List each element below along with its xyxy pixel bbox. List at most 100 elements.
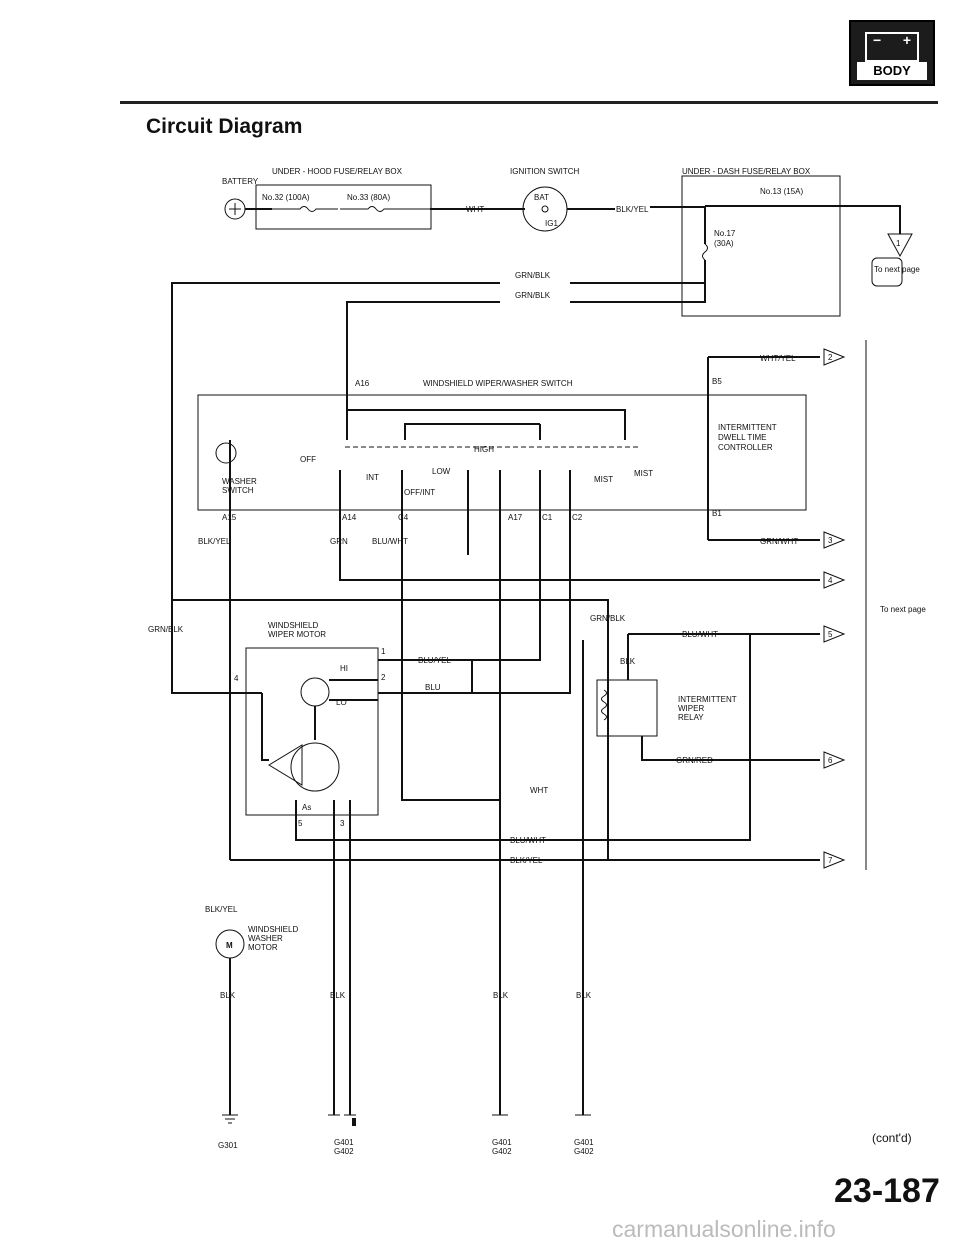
- wht-label-2: WHT: [530, 786, 548, 795]
- body-section-badge: − + BODY: [849, 20, 935, 86]
- wiper-motor-symbol: [300, 677, 330, 707]
- dash-fuse-box: [681, 175, 841, 317]
- blk-yel-label-2: BLK/YEL: [510, 856, 543, 865]
- g402-b-label: G402: [492, 1147, 512, 1156]
- badge-minus: −: [873, 32, 882, 48]
- washer-motor-m: M: [226, 941, 233, 950]
- grn-red-label: GRN/RED: [676, 756, 713, 765]
- b5-label: B5: [712, 377, 722, 386]
- lo-label: LO: [336, 698, 347, 707]
- page-number: 23-187: [834, 1172, 940, 1210]
- bat-label: BAT: [534, 193, 549, 202]
- grn-wht-label: GRN/WHT: [760, 537, 798, 546]
- fuse33-label: No.33 (80A): [347, 193, 390, 202]
- controller-label-3: CONTROLLER: [718, 443, 773, 452]
- hi-label: HI: [340, 664, 348, 673]
- g402-a-label: G402: [334, 1147, 354, 1156]
- grn-blk-label-3: GRN/BLK: [148, 625, 184, 634]
- next-page-bracket: [871, 257, 903, 287]
- badge-plus: +: [902, 32, 911, 48]
- c4-label: C4: [398, 513, 409, 522]
- header-rule: [120, 101, 938, 104]
- controller-label-2: DWELL TIME: [718, 433, 766, 442]
- blk-label-4: BLK: [576, 991, 592, 1000]
- ignition-switch-label: IGNITION SWITCH: [510, 167, 580, 176]
- next-page-marker-6: 6: [828, 756, 833, 765]
- washer-motor-label-1: WINDSHIELD: [248, 925, 298, 934]
- washer-switch-symbol: [215, 442, 237, 464]
- g401-a-label: G401: [334, 1138, 354, 1147]
- m4-label: 4: [234, 674, 239, 683]
- as-label: As: [302, 803, 311, 812]
- wiper-motor-box: [245, 647, 379, 816]
- blu-wht-label-3: BLU/WHT: [510, 836, 546, 845]
- m3-label: 3: [340, 819, 345, 828]
- off-label: OFF: [300, 455, 316, 464]
- blk-yel-label-1: BLK/YEL: [198, 537, 231, 546]
- washer-motor-label-2: WASHER: [248, 934, 283, 943]
- dash-box-label: UNDER - DASH FUSE/RELAY BOX: [682, 167, 811, 176]
- low-label: LOW: [432, 467, 451, 476]
- c1-label: C1: [542, 513, 553, 522]
- int-label: INT: [366, 473, 379, 482]
- high-label: HIGH: [474, 445, 494, 454]
- to-next-page-label: To next page: [874, 265, 920, 274]
- m2-label: 2: [381, 673, 386, 682]
- wiper-motor-label-1: WINDSHIELD: [268, 621, 318, 630]
- m5-label: 5: [298, 819, 303, 828]
- wiper-park-switch: [290, 742, 340, 792]
- wiper-motor-label-2: WIPER MOTOR: [268, 630, 326, 639]
- blk-yel-label-top: BLK/YEL: [616, 205, 649, 214]
- grn-blk-label-2: GRN/BLK: [515, 291, 551, 300]
- off-int-label: OFF/INT: [404, 488, 435, 497]
- next-page-marker-7: 7: [828, 856, 833, 865]
- next-page-marker-2: 2: [828, 353, 833, 362]
- g401-c-label: G401: [574, 1138, 594, 1147]
- mist-label-1: MIST: [594, 475, 613, 484]
- mist-label-2: MIST: [634, 469, 653, 478]
- c2-label: C2: [572, 513, 583, 522]
- a16-label: A16: [355, 379, 370, 388]
- wht-label-1: WHT: [466, 205, 484, 214]
- g402-c-label: G402: [574, 1147, 594, 1156]
- a14-label: A14: [342, 513, 357, 522]
- hood-fuse-label: UNDER - HOOD FUSE/RELAY BOX: [272, 167, 403, 176]
- washer-switch-label-2: SWITCH: [222, 486, 254, 495]
- fuse32-label: No.32 (100A): [262, 193, 310, 202]
- m1-label: 1: [381, 647, 386, 656]
- relay-label-3: RELAY: [678, 713, 704, 722]
- a15-label: A15: [222, 513, 237, 522]
- washer-switch-label-1: WASHER: [222, 477, 257, 486]
- badge-label: BODY: [857, 62, 927, 80]
- wiper-relay-box: [596, 679, 658, 737]
- fuse17-label: No.17: [714, 229, 736, 238]
- relay-label-2: WIPER: [678, 704, 704, 713]
- blk-yel-label-3: BLK/YEL: [205, 905, 238, 914]
- to-next-page-label-2: To next page: [880, 605, 926, 614]
- grn-blk-label-4: GRN/BLK: [590, 614, 626, 623]
- next-page-marker-3: 3: [828, 536, 833, 545]
- watermark: carmanualsonline.info: [612, 1216, 836, 1242]
- controller-label-1: INTERMITTENT: [718, 423, 777, 432]
- b1-label: B1: [712, 509, 722, 518]
- grn-label: GRN: [330, 537, 348, 546]
- wiper-switch-label: WINDSHIELD WIPER/WASHER SWITCH: [423, 379, 573, 388]
- next-page-marker-4: 4: [828, 576, 833, 585]
- wht-yel-label: WHT/YEL: [760, 354, 796, 363]
- grn-blk-label-1: GRN/BLK: [515, 271, 551, 280]
- blu-yel-label: BLU/YEL: [418, 656, 451, 665]
- washer-motor-label-3: MOTOR: [248, 943, 278, 952]
- page-title: Circuit Diagram: [146, 115, 303, 138]
- next-page-arrow: [887, 233, 913, 258]
- battery-icon: − +: [865, 32, 919, 62]
- fuse13-label: No.13 (15A): [760, 187, 803, 196]
- fuse17-amp-label: (30A): [714, 239, 734, 248]
- blk-label-relay: BLK: [620, 657, 636, 666]
- blk-label-2: BLK: [330, 991, 346, 1000]
- continued-label: (cont'd): [872, 1131, 912, 1145]
- blu-wht-label-1: BLU/WHT: [372, 537, 408, 546]
- relay-label-1: INTERMITTENT: [678, 695, 737, 704]
- blu-label: BLU: [425, 683, 441, 692]
- g301-label: G301: [218, 1141, 238, 1150]
